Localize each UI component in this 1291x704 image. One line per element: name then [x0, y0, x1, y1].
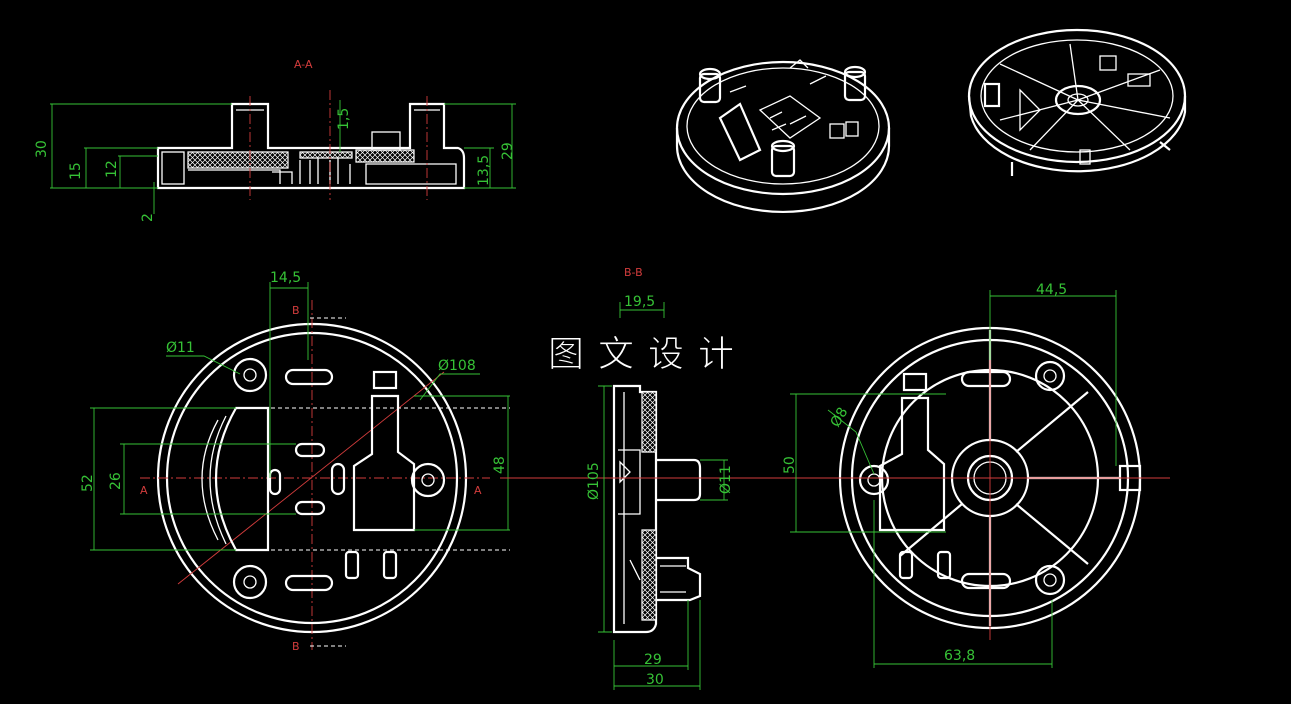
label-a-marker-right: A: [474, 484, 482, 497]
dim-aa-1-5: 1,5: [336, 108, 352, 130]
label-b-marker-bottom: B: [292, 640, 300, 653]
dim-bb-30: 30: [646, 672, 664, 688]
dim-bb-dia-105: Ø105: [586, 462, 602, 500]
dim-bb-dia-11: Ø11: [718, 465, 734, 494]
front-view: B B A A 14,5 Ø11 Ø108 52 26 48: [80, 270, 510, 653]
dim-front-26: 26: [108, 472, 124, 490]
dim-back-63-8: 63,8: [944, 648, 975, 664]
dim-aa-30: 30: [34, 140, 50, 158]
dim-front-dia-11: Ø11: [166, 340, 195, 356]
dim-bb-29: 29: [644, 652, 662, 668]
back-view: 44,5 50 Ø8 63,8: [782, 282, 1170, 668]
dim-front-48: 48: [492, 456, 508, 474]
dim-aa-29: 29: [500, 142, 516, 160]
dim-aa-15: 15: [68, 162, 84, 180]
section-view-bb: B-B 19,5 Ø105 Ø11 29 30: [500, 266, 840, 690]
label-b-marker-top: B: [292, 304, 300, 317]
dim-front-dia-108: Ø108: [438, 358, 476, 374]
dim-aa-13-5: 13,5: [476, 155, 492, 186]
isometric-view-top: [675, 59, 891, 214]
watermark-text: 图文设计: [548, 334, 748, 375]
dim-front-14-5: 14,5: [270, 270, 301, 286]
dim-aa-2: 2: [140, 213, 156, 222]
dim-back-44-5: 44,5: [1036, 282, 1067, 298]
section-view-aa: A-A 30 15 12 2 1,5 13,5 29: [34, 58, 516, 222]
label-a-marker-left: A: [140, 484, 148, 497]
dim-bb-19-5: 19,5: [624, 294, 655, 310]
dim-back-dia-8: Ø8: [828, 405, 852, 430]
dim-front-52: 52: [80, 474, 96, 492]
dim-back-50: 50: [782, 456, 798, 474]
isometric-view-bottom: [967, 28, 1187, 176]
label-section-bb: B-B: [624, 266, 643, 279]
label-section-aa: A-A: [294, 58, 313, 71]
dim-aa-12: 12: [104, 160, 120, 178]
